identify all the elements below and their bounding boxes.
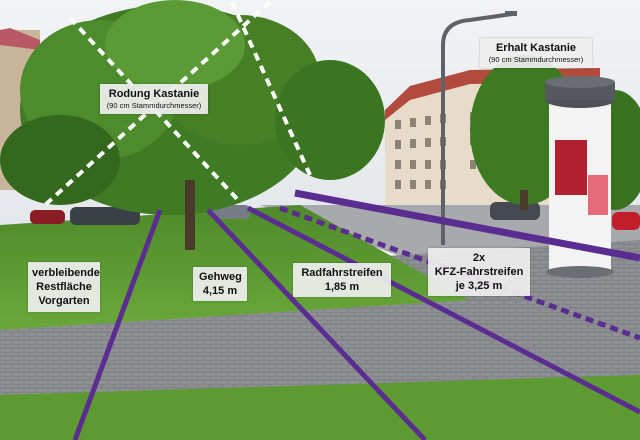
label-gehweg-line1: Gehweg [199, 271, 242, 283]
label-gehweg-line2: 4,15 m [202, 285, 238, 297]
label-erhalt-title: Erhalt Kastanie [495, 42, 577, 54]
label-kfz-line2: KFZ-Fahrstreifen [434, 266, 524, 278]
label-kfz-line3: je 3,25 m [455, 280, 503, 292]
label-kfz-line1: 2x [472, 252, 486, 264]
lane-divider-dashed [279, 205, 640, 341]
label-vorgarten-line2: Restfläche [36, 281, 92, 293]
label-rodung-kastanie: Rodung Kastanie (90 cm Stammdurchmesser) [100, 84, 208, 114]
street-lamp [441, 11, 517, 245]
label-radfahr-line2: 1,85 m [324, 281, 360, 293]
dashed-x-mark-diagonal [43, 0, 272, 207]
label-vorgarten-line1: verbleibende [32, 267, 100, 279]
removal-cross-mark [43, 0, 312, 207]
boundary-line-gehweg-radweg [206, 208, 427, 440]
label-vorgarten-line3: Vorgarten [38, 295, 90, 307]
label-radfahrstreifen: Radfahrstreifen 1,85 m [293, 263, 391, 297]
label-rodung-sub: (90 cm Stammdurchmesser) [106, 101, 202, 110]
label-erhalt-sub: (90 cm Stammdurchmesser) [488, 55, 584, 64]
boundary-line-fahrbahn-rand [294, 189, 640, 262]
parked-cars [30, 202, 640, 230]
dashed-x-mark-right [230, 1, 312, 176]
label-erhalt-kastanie: Erhalt Kastanie (90 cm Stammdurchmesser) [480, 38, 592, 68]
label-kfz-fahrstreifen: 2x KFZ-Fahrstreifen je 3,25 m [428, 248, 530, 296]
label-restflaeche-vorgarten: verbleibende Restfläche Vorgarten [28, 262, 100, 312]
bottom-lawn [0, 375, 640, 440]
label-radfahr-line1: Radfahrstreifen [301, 267, 383, 279]
boundary-line-radweg-fahrbahn [246, 205, 640, 415]
boundary-line-vorgarten-gehweg [72, 209, 163, 440]
label-rodung-title: Rodung Kastanie [108, 88, 200, 100]
label-gehweg: Gehweg 4,15 m [193, 267, 247, 301]
